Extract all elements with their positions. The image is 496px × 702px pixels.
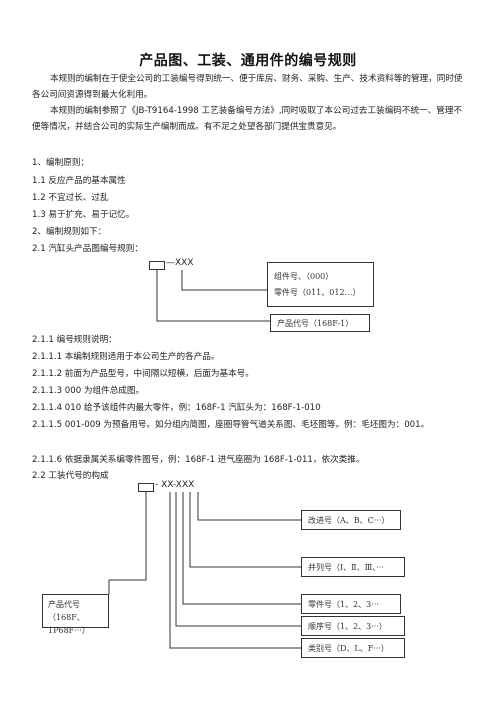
diagram1-component-line1: 组件号、（000） bbox=[274, 272, 334, 281]
diagram2-order-box: 顺序号（1、2、3···） bbox=[301, 616, 405, 636]
principle-1-3: 1.3 易于扩充、易于记忆。 bbox=[32, 210, 135, 220]
diagram2-improve-box: 改进号（A、B、C···） bbox=[301, 510, 401, 530]
rule-2-1-1-3: 2.1.1.3 000 为组件总成图。 bbox=[32, 386, 145, 396]
diagram2-product-box: 产品代号（168F、 1P68F···） bbox=[42, 594, 109, 635]
diagram2-product-line1: 产品代号（168F、 bbox=[48, 600, 85, 622]
diagram2-product-line2: 1P68F···） bbox=[48, 626, 90, 635]
section-2-heading: 2、编制规则如下： bbox=[32, 227, 107, 237]
diagram2-category-box: 类别号（D、L、F···） bbox=[301, 638, 405, 658]
diagram1-product-box: 产品代号（168F-1） bbox=[270, 314, 370, 332]
principle-1-1: 1.1 反应产品的基本属性 bbox=[32, 176, 126, 186]
rule-2-1-1-6: 2.1.1.6 依据隶属关系编零件图号，例：168F-1 进气座圈为 168F-… bbox=[32, 455, 365, 465]
rule-2-1-1-1: 2.1.1.1 本编制规则适用于本公司生产的各产品。 bbox=[32, 352, 220, 362]
diagram2-part-box: 零件号（1、2、3··· bbox=[301, 594, 401, 614]
rule-2-1-1-4: 2.1.1.4 010 给予该组件内最大零件，例：168F-1 汽缸头为：168… bbox=[32, 403, 321, 413]
rule-2-1-1: 2.1.1 编号规则说明： bbox=[32, 335, 117, 345]
diagram1-component-line2: 零件号（011、012…） bbox=[274, 288, 361, 297]
page-title: 产品图、工装、通用件的编号规则 bbox=[139, 53, 357, 69]
diagram1-component-box: 组件号、（000） 零件号（011、012…） bbox=[267, 262, 374, 307]
diagram1-code: —XXX bbox=[166, 258, 194, 268]
diagram1-product-placeholder bbox=[149, 261, 165, 270]
diagram2-series-box: 并列号（Ⅰ、Ⅱ、Ⅲ、··· bbox=[301, 557, 405, 577]
intro-paragraph-1: 本规则的编制在于使全公司的工装编号得到统一、便于库房、财务、采购、生产、技术资料… bbox=[32, 74, 463, 100]
rule-2-2-heading: 2.2 工装代号的构成 bbox=[32, 471, 109, 481]
principle-1-2: 1.2 不宜过长、过乱 bbox=[32, 193, 109, 203]
rule-2-1-1-5: 2.1.1.5 001-009 为预备用号。如分组内简图，座圈导管气道关系图、毛… bbox=[32, 420, 430, 430]
diagram2-product-placeholder bbox=[138, 483, 154, 492]
rule-2-1-heading: 2.1 汽缸头产品图编号规则： bbox=[32, 244, 143, 254]
rule-2-1-1-2: 2.1.1.2 前面为产品型号，中间隔以短横，后面为基本号。 bbox=[32, 369, 254, 379]
section-1-heading: 1、编制原则： bbox=[32, 158, 90, 168]
intro-paragraph-2: 本规则的编制参照了《JB-T9164-1998 工艺装备编号方法》,同时吸取了本… bbox=[32, 106, 463, 132]
diagram2-code: - XX-XXX bbox=[155, 480, 195, 490]
